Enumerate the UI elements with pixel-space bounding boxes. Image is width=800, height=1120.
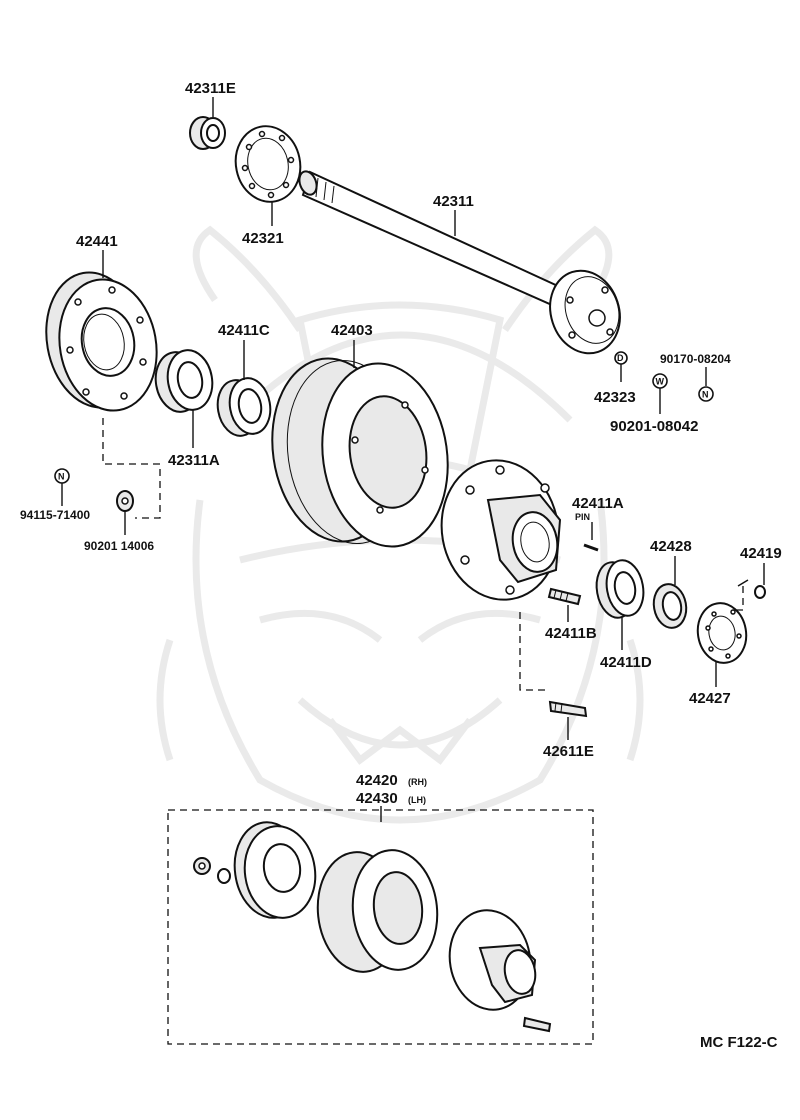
nut-n-badge: N [698,386,714,402]
label-42411B: 42411B [545,625,597,642]
svg-text:N: N [702,390,709,400]
label-90201-08042: 90201-08042 [610,418,698,435]
grease-d-badge: D [614,351,628,365]
pin-42411A [583,522,599,552]
label-42411A: 42411A [572,495,624,512]
screw-42419 [733,563,766,611]
hub-bolt-42411B [547,587,582,622]
axle-shaft-42311 [298,170,621,355]
assembly-42420-drawing [193,821,552,1033]
label-42420: 42420 [356,772,398,789]
label-42311: 42311 [433,193,474,210]
label-42441: 42441 [76,233,118,250]
label-42411C: 42411C [218,322,270,339]
label-42428: 42428 [650,538,692,555]
label-lh-note: (LH) [408,795,426,805]
label-42611E: 42611E [543,743,594,760]
bearing-42411D [595,559,645,650]
svg-text:D: D [617,353,624,363]
washer-w-badge: W [652,373,668,389]
label-rh-note: (RH) [408,777,427,787]
figure-code: MC F122-C [700,1034,778,1051]
stud-42611E [519,612,588,740]
backing-plate-42441 [45,250,158,412]
svg-text:N: N [58,472,65,482]
label-90170-08204: 90170-08204 [660,352,731,366]
label-42419: 42419 [740,545,782,562]
label-42403: 42403 [331,322,373,339]
svg-text:W: W [656,377,665,387]
nut-n-badge-left: N [54,468,70,484]
label-42427: 42427 [689,690,731,707]
label-42311E: 42311E [185,80,236,97]
label-94115-71400: 94115-71400 [20,508,90,522]
hardware-group-upper-right: D W N [614,351,714,414]
label-90201-14006: 90201 14006 [84,539,154,553]
gasket-42321 [234,125,302,226]
label-42321: 42321 [242,230,284,247]
bearing-42411C [216,340,272,437]
label-42411D: 42411D [600,654,652,671]
label-42311A: 42311A [168,452,220,469]
label-42430: 42430 [356,790,398,807]
label-pin-note: PIN [575,512,590,522]
oil-seal-42311E [189,97,226,150]
lock-washer-42427 [696,602,748,687]
brake-drum-42403 [271,340,449,548]
assembly-group-box [167,809,594,1045]
label-42323: 42323 [594,389,636,406]
seal-42428 [652,556,688,629]
bearing-42311A [154,349,214,448]
axle-hub-assembly [440,459,562,601]
hardware-group-left: N [54,418,161,535]
